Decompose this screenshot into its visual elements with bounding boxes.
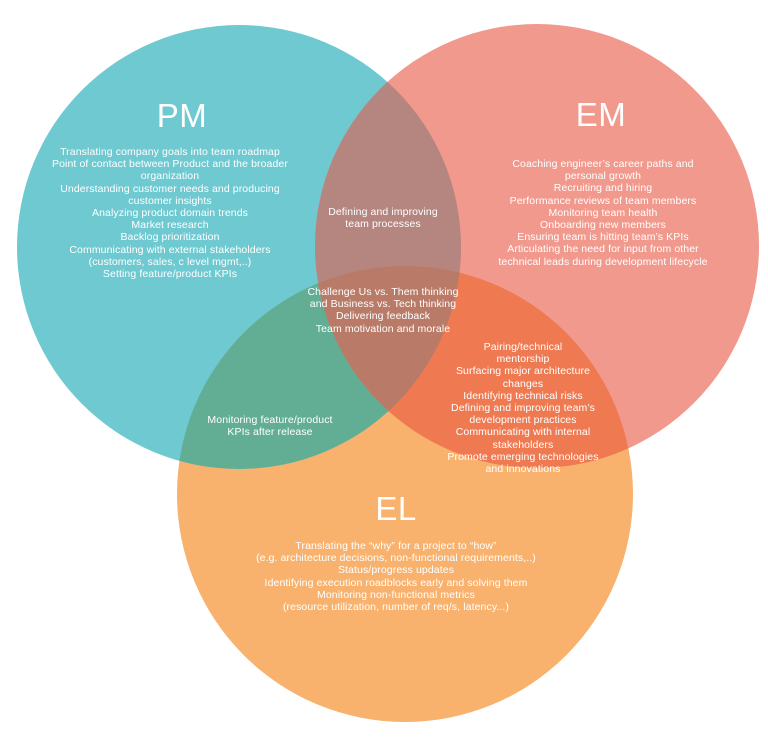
venn-diagram-stage: PM EM EL Translating company goals into … xyxy=(17,24,759,722)
venn-graphic xyxy=(17,24,759,722)
